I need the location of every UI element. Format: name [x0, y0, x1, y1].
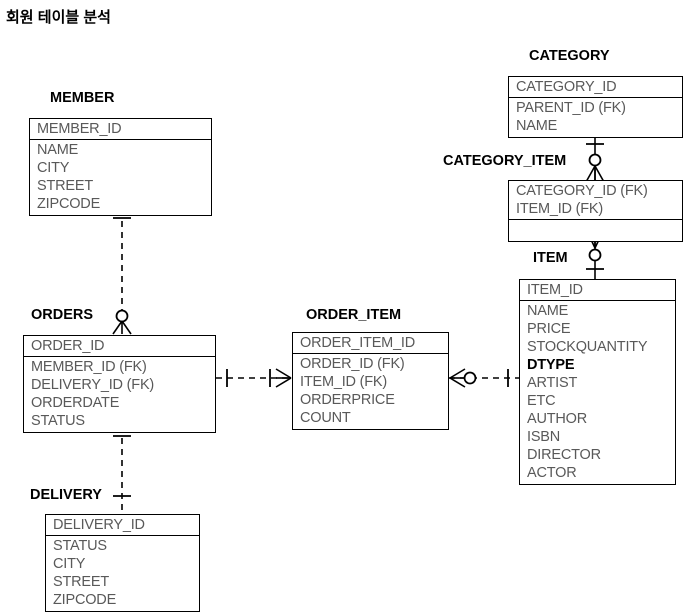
entity-delivery-pk-section: DELIVERY_ID — [46, 515, 199, 536]
attribute-row: STATUS — [53, 538, 107, 554]
attribute-row: ACTOR — [527, 465, 577, 481]
attribute-row: STATUS — [31, 413, 85, 429]
attribute-row: ZIPCODE — [37, 196, 101, 212]
attribute-row-discriminator: DTYPE — [527, 357, 575, 373]
entity-category-pk-section: CATEGORY_ID — [509, 77, 682, 98]
attribute-row: ITEM_ID — [527, 282, 583, 298]
attribute-row: ORDERPRICE — [300, 392, 395, 408]
attribute-row-empty — [509, 221, 682, 239]
entity-label-item: ITEM — [533, 250, 568, 266]
entity-member-pk-section: MEMBER_ID — [30, 119, 211, 140]
entity-item-attr-section: NAME PRICE STOCKQUANTITY DTYPE ARTIST ET… — [520, 301, 675, 484]
entity-label-category: CATEGORY — [529, 48, 610, 64]
attribute-row: NAME — [527, 303, 569, 319]
entity-label-member: MEMBER — [50, 90, 115, 106]
relationship-orderitem-item — [449, 368, 520, 388]
entity-label-delivery: DELIVERY — [30, 487, 102, 503]
relationship-category-categoryitem — [585, 134, 605, 184]
entity-category-item-attr-section — [509, 220, 682, 241]
relationship-orders-delivery — [113, 427, 131, 515]
attribute-row: STOCKQUANTITY — [527, 339, 648, 355]
attribute-row: ORDER_ID — [31, 338, 105, 354]
entity-label-category-item: CATEGORY_ITEM — [443, 153, 567, 169]
attribute-row: DELIVERY_ID — [53, 517, 145, 533]
attribute-row: ITEM_ID (FK) — [516, 201, 604, 217]
attribute-row: MEMBER_ID (FK) — [31, 359, 147, 375]
attribute-row: ITEM_ID (FK) — [300, 374, 388, 390]
attribute-row: COUNT — [300, 410, 351, 426]
page-title: 회원 테이블 분석 — [6, 9, 111, 26]
attribute-row: STREET — [53, 574, 109, 590]
attribute-row: NAME — [516, 118, 558, 134]
entity-orders-attr-section: MEMBER_ID (FK) DELIVERY_ID (FK) ORDERDAT… — [24, 357, 215, 432]
attribute-row: MEMBER_ID — [37, 121, 122, 137]
attribute-row: NAME — [37, 142, 79, 158]
relationship-orders-orderitem — [216, 368, 292, 388]
attribute-row: DIRECTOR — [527, 447, 601, 463]
attribute-row: CITY — [53, 556, 86, 572]
entity-category-attr-section: PARENT_ID (FK) NAME — [509, 98, 682, 137]
entity-item[interactable]: ITEM_ID NAME PRICE STOCKQUANTITY DTYPE A… — [519, 279, 676, 485]
attribute-row: ORDERDATE — [31, 395, 120, 411]
attribute-row: CITY — [37, 160, 70, 176]
entity-order-item-attr-section: ORDER_ID (FK) ITEM_ID (FK) ORDERPRICE CO… — [293, 354, 448, 429]
entity-orders[interactable]: ORDER_ID MEMBER_ID (FK) DELIVERY_ID (FK)… — [23, 335, 216, 433]
entity-label-orders: ORDERS — [31, 307, 94, 323]
entity-category[interactable]: CATEGORY_ID PARENT_ID (FK) NAME — [508, 76, 683, 138]
entity-orders-pk-section: ORDER_ID — [24, 336, 215, 357]
attribute-row: ORDER_ITEM_ID — [300, 335, 416, 351]
attribute-row: ISBN — [527, 429, 561, 445]
attribute-row: DELIVERY_ID (FK) — [31, 377, 155, 393]
entity-category-item-pk-section: CATEGORY_ID (FK) ITEM_ID (FK) — [509, 181, 682, 220]
entity-delivery[interactable]: DELIVERY_ID STATUS CITY STREET ZIPCODE — [45, 514, 200, 612]
attribute-row: CATEGORY_ID (FK) — [516, 183, 648, 199]
attribute-row: ORDER_ID (FK) — [300, 356, 405, 372]
entity-order-item[interactable]: ORDER_ITEM_ID ORDER_ID (FK) ITEM_ID (FK)… — [292, 332, 449, 430]
entity-member[interactable]: MEMBER_ID NAME CITY STREET ZIPCODE — [29, 118, 212, 216]
entity-category-item[interactable]: CATEGORY_ID (FK) ITEM_ID (FK) — [508, 180, 683, 242]
entity-label-order-item: ORDER_ITEM — [306, 307, 402, 323]
attribute-row: ETC — [527, 393, 556, 409]
entity-order-item-pk-section: ORDER_ITEM_ID — [293, 333, 448, 354]
entity-item-pk-section: ITEM_ID — [520, 280, 675, 301]
attribute-row: PRICE — [527, 321, 571, 337]
attribute-row: STREET — [37, 178, 93, 194]
attribute-row: CATEGORY_ID — [516, 79, 617, 95]
entity-delivery-attr-section: STATUS CITY STREET ZIPCODE — [46, 536, 199, 611]
attribute-row: PARENT_ID (FK) — [516, 100, 626, 116]
entity-member-attr-section: NAME CITY STREET ZIPCODE — [30, 140, 211, 215]
attribute-row: AUTHOR — [527, 411, 588, 427]
attribute-row: ARTIST — [527, 375, 578, 391]
attribute-row: ZIPCODE — [53, 592, 117, 608]
relationship-member-orders — [112, 210, 132, 335]
